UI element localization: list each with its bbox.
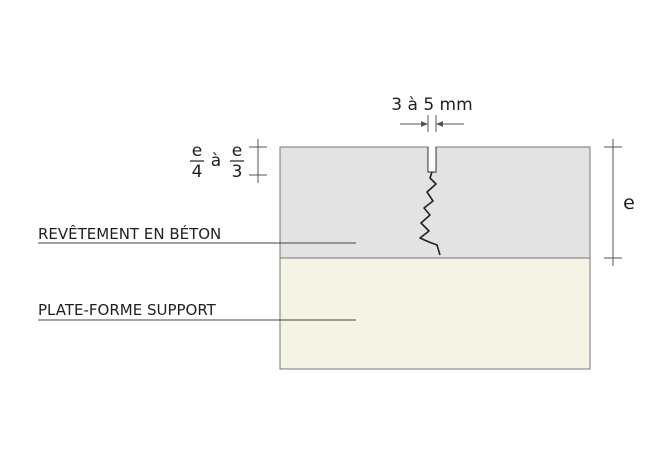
depth-right-numerator: e: [232, 141, 242, 161]
depth-dimension: [249, 139, 267, 183]
joint-width-dimension: [400, 115, 464, 132]
depth-connector: à: [211, 151, 221, 171]
support-layer: [279, 257, 591, 370]
thickness-label: e: [623, 192, 635, 214]
concrete-layer-label: REVÊTEMENT EN BÉTON: [38, 224, 221, 243]
depth-right-denominator: 3: [232, 162, 243, 182]
joint-width-label: 3 à 5 mm: [391, 95, 472, 115]
support-layer-label: PLATE-FORME SUPPORT: [38, 301, 217, 319]
thickness-dimension: [604, 139, 622, 266]
depth-label: e 4 à e 3: [190, 141, 244, 182]
depth-left-denominator: 4: [192, 162, 203, 182]
joint-notch-fill: [428, 146, 436, 172]
depth-left-numerator: e: [192, 141, 202, 161]
crack-line: [419, 171, 441, 256]
